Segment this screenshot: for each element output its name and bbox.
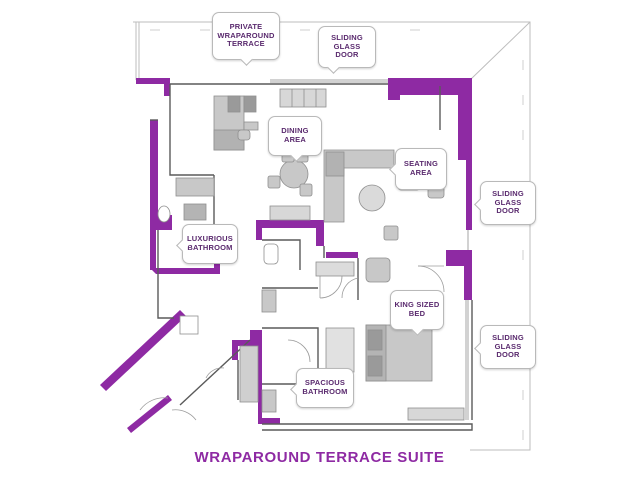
plan-title: WRAPAROUND TERRACE SUITE <box>194 449 445 466</box>
callout-seating-area-text: SEATING AREA <box>403 159 439 177</box>
interior-lines <box>150 83 473 431</box>
terrace-outline <box>133 21 531 451</box>
railing-marks <box>150 29 524 440</box>
walls <box>100 78 472 433</box>
callout-private-terrace: PRIVATE WRAPAROUND TERRACE <box>212 12 280 66</box>
callout-sliding-door-top: SLIDING GLASS DOOR <box>318 26 376 74</box>
callout-dining-area: DINING AREA <box>268 116 322 162</box>
callout-sliding-door-right-upper: SLIDING GLASS DOOR <box>474 181 536 225</box>
glass-doors <box>270 79 469 420</box>
callout-spacious-bathroom: SPACIOUS BATHROOM <box>290 368 354 408</box>
callout-dining-area-text: DINING AREA <box>281 126 309 144</box>
callout-king-bed-text: KING SIZED BED <box>394 300 440 318</box>
callout-sliding-door-right-upper-text: SLIDING GLASS DOOR <box>492 189 524 216</box>
callout-sliding-door-top-text: SLIDING GLASS DOOR <box>331 33 363 60</box>
callout-sliding-door-right-lower-text: SLIDING GLASS DOOR <box>492 333 524 360</box>
callout-sliding-door-right-lower: SLIDING GLASS DOOR <box>474 325 536 369</box>
callout-luxurious-bathroom: LUXURIOUS BATHROOM <box>176 224 238 264</box>
door-swings <box>139 265 445 421</box>
callout-spacious-bathroom-text: SPACIOUS BATHROOM <box>302 378 348 396</box>
callout-luxurious-bathroom-text: LUXURIOUS BATHROOM <box>187 234 233 252</box>
callout-seating-area: SEATING AREA <box>389 148 447 190</box>
callout-private-terrace-text: PRIVATE WRAPAROUND TERRACE <box>217 22 275 49</box>
callout-king-bed: KING SIZED BED <box>390 290 444 336</box>
